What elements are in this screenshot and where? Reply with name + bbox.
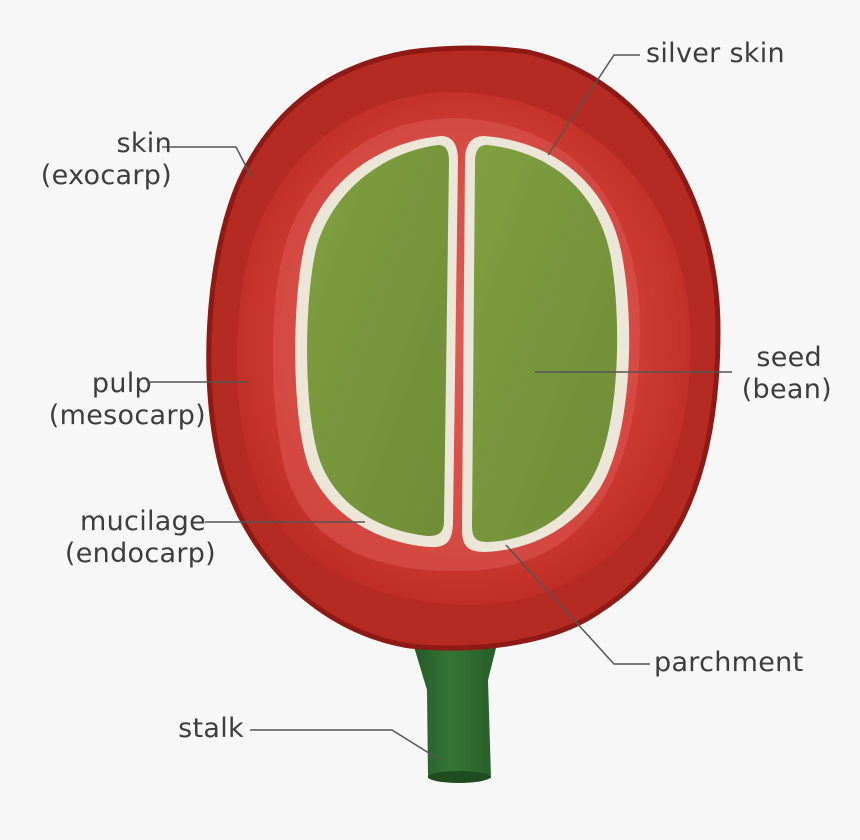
seed-right — [462, 136, 630, 552]
label-parchment: parchment — [654, 647, 803, 679]
leader-lines — [150, 54, 732, 761]
label-stalk-name: stalk — [178, 713, 244, 744]
label-seed-name: seed — [756, 342, 822, 373]
label-seed-term: (bean) — [741, 374, 832, 405]
seed-left — [295, 136, 458, 548]
label-mucilage-term: (endocarp) — [64, 538, 216, 569]
label-mucilage-name: mucilage — [80, 506, 206, 537]
label-parchment-name: parchment — [654, 647, 804, 678]
label-silver-skin-name: silver skin — [646, 38, 785, 69]
label-pulp: pulp (mesocarp) — [24, 368, 206, 432]
label-mucilage: mucilage (endocarp) — [40, 506, 216, 570]
label-pulp-name: pulp — [91, 368, 152, 399]
leader-line-silver-skin — [547, 54, 640, 156]
label-skin-name: skin — [116, 128, 172, 159]
leader-line-parchment — [505, 544, 650, 665]
stalk — [412, 640, 498, 783]
leader-line-skin — [162, 146, 253, 179]
label-seed: seed (bean) — [720, 342, 832, 406]
label-skin-term: (exocarp) — [40, 160, 172, 191]
label-pulp-term: (mesocarp) — [48, 400, 206, 431]
leader-line-stalk — [250, 729, 441, 761]
label-silver-skin: silver skin — [646, 38, 785, 70]
label-stalk: stalk — [140, 713, 244, 745]
label-skin: skin (exocarp) — [30, 128, 172, 192]
